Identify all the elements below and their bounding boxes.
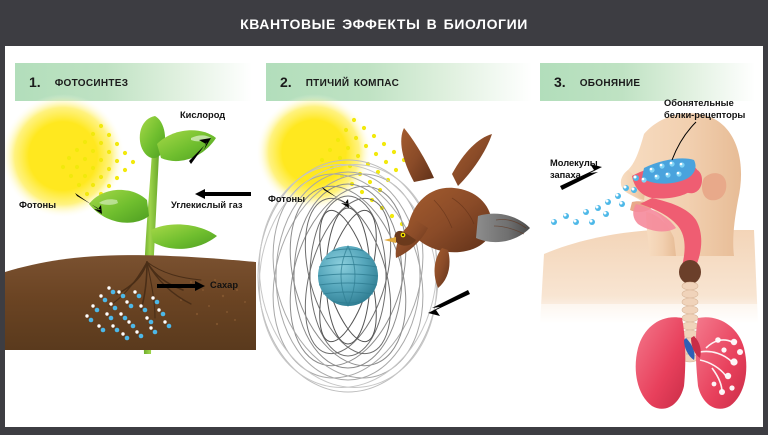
soil-block — [5, 255, 256, 350]
photons-arrow — [75, 193, 102, 214]
magnetic-field-lines — [257, 159, 439, 393]
photon-rays — [60, 123, 136, 206]
panel-1-title: Фотосинтез — [54, 74, 129, 90]
bird-wing-upper-right — [452, 134, 492, 186]
label-oxygen: Кислород — [180, 110, 226, 120]
panel-3-header: 3. Обоняние — [540, 63, 755, 101]
panel-1-number: 1. — [29, 74, 41, 90]
odor-arrow — [560, 164, 602, 190]
oral-cavity — [633, 204, 676, 232]
bird-eye-pupil — [401, 233, 405, 237]
bird-head — [394, 230, 416, 246]
pulmonary-artery — [684, 338, 695, 360]
receptor-leader-line — [671, 121, 697, 161]
page-title-bar: Квантовые эффекты в биологии — [0, 0, 768, 46]
leaf-upper-right — [157, 130, 216, 162]
soil-molecules — [85, 286, 172, 341]
olfaction-illustration: Обонятельные белки-рецепторы Молекулы за… — [536, 98, 763, 427]
bird-tail — [434, 248, 450, 288]
bird-direction-arrow — [428, 290, 470, 316]
bird-wing-lower-right — [476, 213, 530, 243]
ear — [702, 173, 727, 201]
bird-body — [408, 187, 493, 253]
oxygen-arrow — [189, 138, 211, 164]
nose — [620, 170, 646, 200]
pharynx — [640, 198, 702, 266]
label-odor-line1: Молекулы — [550, 158, 598, 168]
content-canvas: 1. Фотосинтез — [5, 46, 763, 427]
bird-feather-detail — [433, 197, 527, 235]
receptor-molecules — [641, 161, 685, 183]
arrows — [75, 138, 251, 291]
leaf-highlight-2 — [99, 199, 118, 205]
sun-glow-2 — [256, 94, 372, 210]
panel-2-number: 2. — [280, 74, 292, 90]
bird-compass-illustration: Фотоны — [256, 94, 536, 427]
photosynthesis-illustration: Кислород Фотоны Углекислый газ Сахар — [5, 94, 256, 427]
pulmonary-vein — [691, 336, 701, 358]
label-sugar: Сахар — [210, 280, 239, 290]
panel-2-title: Птичий компас — [305, 74, 400, 90]
odor-molecules — [551, 175, 639, 225]
bird-wing-upper-left — [401, 128, 434, 182]
sugar-arrow — [157, 281, 205, 291]
bird-beak — [384, 237, 396, 243]
photons-arrow-2 — [322, 187, 349, 208]
earth-globe — [317, 244, 379, 308]
annotations — [560, 121, 697, 190]
lung-left — [635, 317, 686, 409]
panel-3-title: Обоняние — [579, 74, 641, 90]
label-photons-2: Фотоны — [268, 194, 306, 204]
label-receptors-line1: Обонятельные — [664, 98, 734, 108]
label-co2: Углекислый газ — [171, 200, 243, 210]
soil-speckles — [180, 278, 246, 326]
co2-arrow — [195, 189, 251, 199]
panel-bird-compass: 2. Птичий компас — [256, 46, 536, 427]
panel-olfaction: 3. Обоняние — [536, 46, 763, 427]
panel-photosynthesis: 1. Фотосинтез — [5, 46, 256, 427]
alveoli — [711, 337, 743, 395]
leaf-lower-right — [151, 224, 217, 249]
flying-bird — [384, 128, 530, 288]
panel-3-number: 3. — [554, 74, 566, 90]
sun-glow — [5, 94, 125, 218]
label-receptors-line2: белки-рецепторы — [664, 110, 746, 120]
label-odor-line2: запаха — [550, 170, 581, 180]
arrows-2 — [322, 187, 470, 316]
leaf-left — [89, 189, 149, 223]
page-title: Квантовые эффекты в биологии — [240, 11, 528, 34]
lungs — [635, 317, 747, 409]
label-photons-1: Фотоны — [19, 200, 57, 210]
